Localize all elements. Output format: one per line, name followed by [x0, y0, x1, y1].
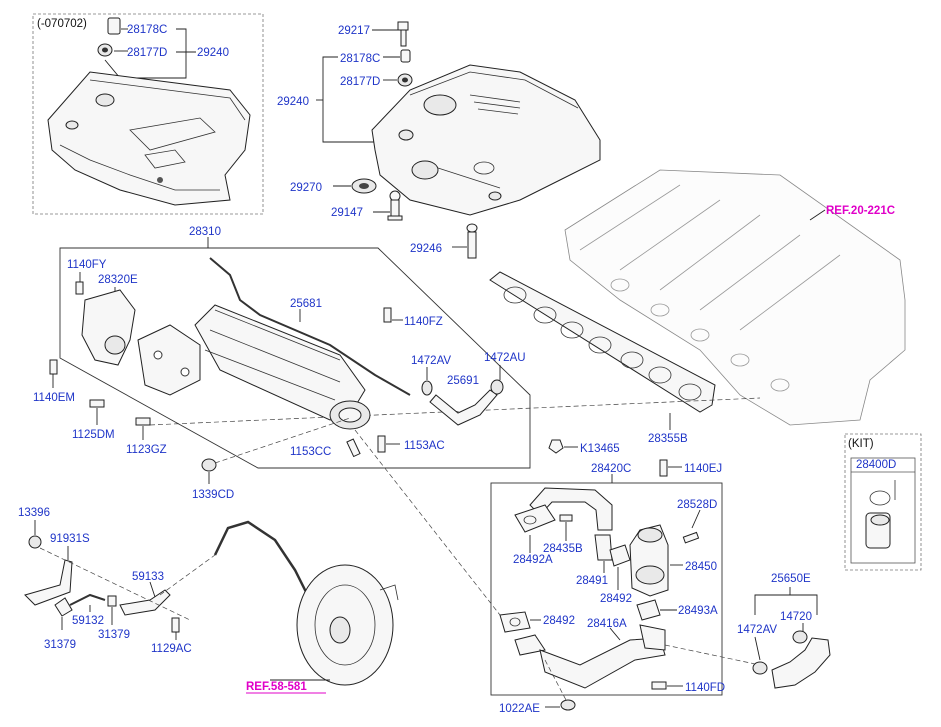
label-29246: 29246	[410, 243, 442, 255]
kit-group: (KIT) 28400D	[844, 433, 922, 571]
label-1129AC: 1129AC	[151, 643, 192, 655]
label-14720: 14720	[780, 611, 812, 623]
label-28320E: 28320E	[98, 274, 138, 286]
label-1125DM: 1125DM	[72, 429, 115, 441]
label-1472AV-a: 1472AV	[411, 355, 451, 367]
label-28177D-b: 28177D	[340, 76, 380, 88]
label-1140EJ: 1140EJ	[684, 463, 722, 475]
label-28355B: 28355B	[648, 433, 688, 445]
label-1140FY: 1140FY	[67, 259, 107, 271]
bracket-91931S	[24, 559, 73, 606]
hose-25650E-group: 25650E 14720 1472AV	[737, 573, 831, 689]
label-1472AU: 1472AU	[484, 352, 526, 364]
label-28528D: 28528D	[677, 499, 717, 511]
label-25681: 25681	[290, 298, 322, 310]
vacuum-group: 13396 91931S 31379 59132 31379 59133 112…	[18, 507, 399, 694]
label-13396: 13396	[18, 507, 50, 519]
engine-cover-old-group: (-070702) 28178C 28177D 29240	[32, 13, 264, 215]
label-28178C-b: 28178C	[340, 53, 380, 65]
label-59132: 59132	[72, 615, 104, 627]
label-25650E: 25650E	[771, 573, 811, 585]
label-1123GZ: 1123GZ	[126, 444, 167, 456]
egr-actuator-28320E	[81, 289, 136, 366]
label-1140EM: 1140EM	[33, 392, 75, 404]
label-1339CD: 1339CD	[192, 489, 234, 501]
label-28400D: 28400D	[856, 459, 896, 471]
egr-cooler-group: 28310 1140FY 28320E 25681 1140FZ 1472AV …	[33, 226, 531, 501]
label-1022AE: 1022AE	[499, 703, 540, 715]
label-28493A: 28493A	[678, 605, 718, 617]
label-K13465: K13465	[580, 443, 620, 455]
egr-pipe-28416A	[529, 487, 613, 531]
variant-date-label: (-070702)	[37, 18, 87, 30]
label-28492-b: 28492	[543, 615, 575, 627]
cylinder-head	[564, 169, 906, 426]
label-28310: 28310	[189, 226, 221, 238]
label-31379-b: 31379	[98, 629, 130, 641]
label-1140FZ: 1140FZ	[404, 316, 443, 328]
label-59133: 59133	[132, 571, 164, 583]
label-28420C: 28420C	[591, 463, 631, 475]
label-28492-a: 28492	[600, 593, 632, 605]
ref-58-581[interactable]: REF.58-581	[246, 681, 307, 693]
label-28416A: 28416A	[587, 618, 627, 630]
label-28177D-a: 28177D	[127, 47, 167, 59]
egr-valve-group: 28420C K13465 1140EJ 28492A 28435B 28491…	[354, 429, 761, 715]
vacuum-hose	[213, 520, 312, 601]
hose-14720	[771, 637, 831, 689]
label-28491: 28491	[576, 575, 608, 587]
plug-28178C-a	[107, 17, 121, 35]
label-28178C-a: 28178C	[127, 24, 167, 36]
label-1140FD: 1140FD	[685, 682, 725, 694]
vacuum-pipe-59133	[119, 589, 171, 616]
label-29240-b: 29240	[277, 96, 309, 108]
kit-label: (KIT)	[848, 438, 874, 450]
label-28450: 28450	[685, 561, 717, 573]
label-28435B: 28435B	[543, 543, 583, 555]
label-1153CC: 1153CC	[290, 446, 331, 458]
ref-20-221C[interactable]: REF.20-221C	[826, 205, 895, 217]
label-29240-a: 29240	[197, 47, 229, 59]
label-1472AV-b: 1472AV	[737, 624, 777, 636]
bracket-left	[137, 324, 201, 396]
label-29270: 29270	[290, 182, 322, 194]
engine-cover-new-group: 29217 28178C 28177D 29240 29270 291	[277, 21, 601, 259]
egr-pipe-lower	[539, 637, 666, 689]
label-25691: 25691	[447, 375, 479, 387]
label-28492A: 28492A	[513, 554, 553, 566]
engine-cover-old	[47, 71, 251, 206]
cylinder-head-group: REF.20-221C 28355B	[149, 169, 906, 445]
label-29147: 29147	[331, 207, 363, 219]
label-91931S: 91931S	[50, 533, 90, 545]
label-1153AC: 1153AC	[404, 440, 445, 452]
hose-25691	[429, 389, 498, 426]
label-31379-a: 31379	[44, 639, 76, 651]
label-29217: 29217	[338, 25, 370, 37]
